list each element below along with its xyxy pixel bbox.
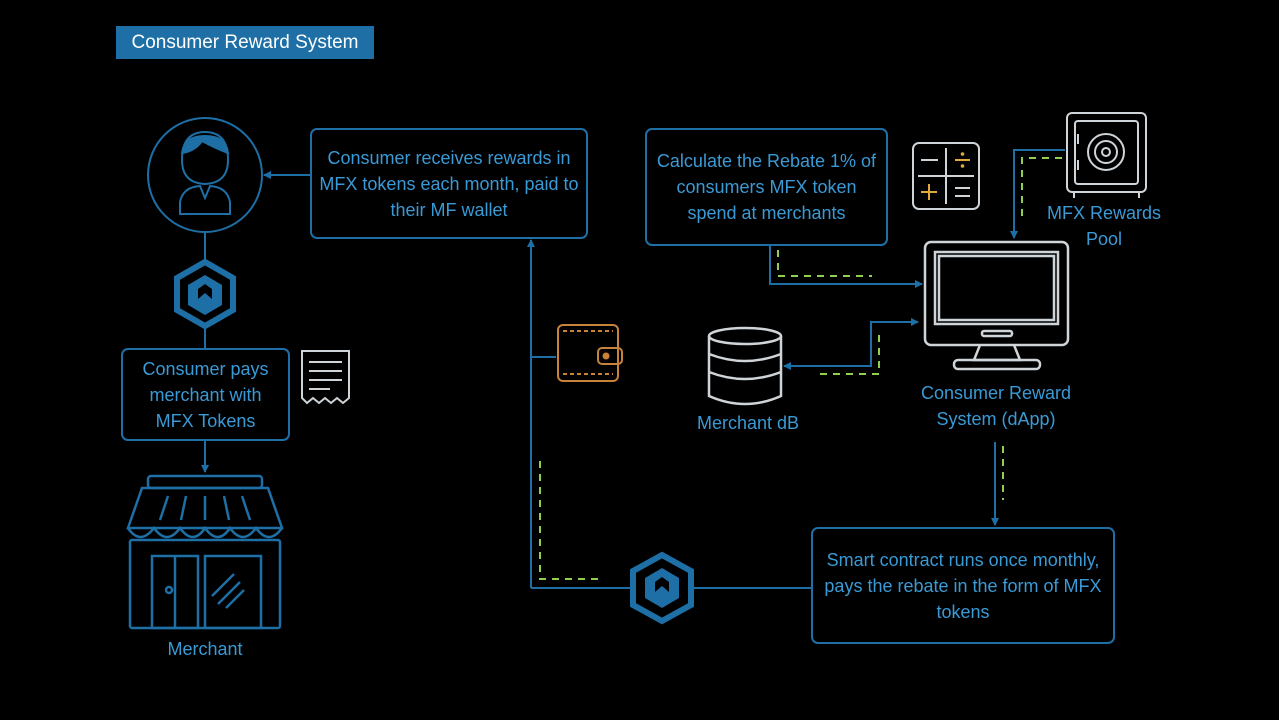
smart-contract-text: Smart contract runs once monthly, pays t… [824, 549, 1102, 622]
receives-rewards-text: Consumer receives rewards in MFX tokens … [319, 147, 579, 220]
merchant-db-label: Merchant dB [696, 413, 800, 433]
rewards-pool-label: MFX Rewards Pool [1046, 203, 1162, 249]
arrow-pool-to-monitor [1010, 149, 1065, 239]
pays-merchant-text: Consumer pays merchant with MFX Tokens [142, 358, 269, 431]
pays-merchant-box: Consumer pays merchant with MFX Tokens [121, 348, 290, 441]
calculate-rebate-box: Calculate the Rebate 1% of consumers MFX… [645, 128, 888, 246]
safe-icon [1066, 112, 1147, 198]
calculate-rebate-text: Calculate the Rebate 1% of consumers MFX… [656, 151, 877, 223]
page-title: Consumer Reward System [116, 26, 374, 59]
arrow-smart-contract-to-rewards [527, 239, 811, 589]
store-icon [126, 474, 284, 630]
merchant-label: Merchant [167, 639, 243, 659]
receives-rewards-box: Consumer receives rewards in MFX tokens … [310, 128, 588, 239]
wallet-icon [557, 324, 623, 382]
smart-contract-box: Smart contract runs once monthly, pays t… [811, 527, 1115, 644]
token-hex-icon [174, 258, 236, 330]
token-hex-icon [630, 551, 694, 625]
database-icon [707, 326, 783, 406]
calculator-icon [912, 142, 980, 210]
receipt-icon [301, 350, 350, 405]
arrow-calculate-to-monitor [769, 246, 923, 288]
arrow-monitor-to-smart-contract [991, 442, 1004, 526]
monitor-icon [923, 240, 1070, 371]
dapp-label: Consumer Reward System (dApp) [920, 383, 1072, 429]
user-icon [147, 117, 263, 233]
arrow-db-monitor [783, 318, 919, 375]
